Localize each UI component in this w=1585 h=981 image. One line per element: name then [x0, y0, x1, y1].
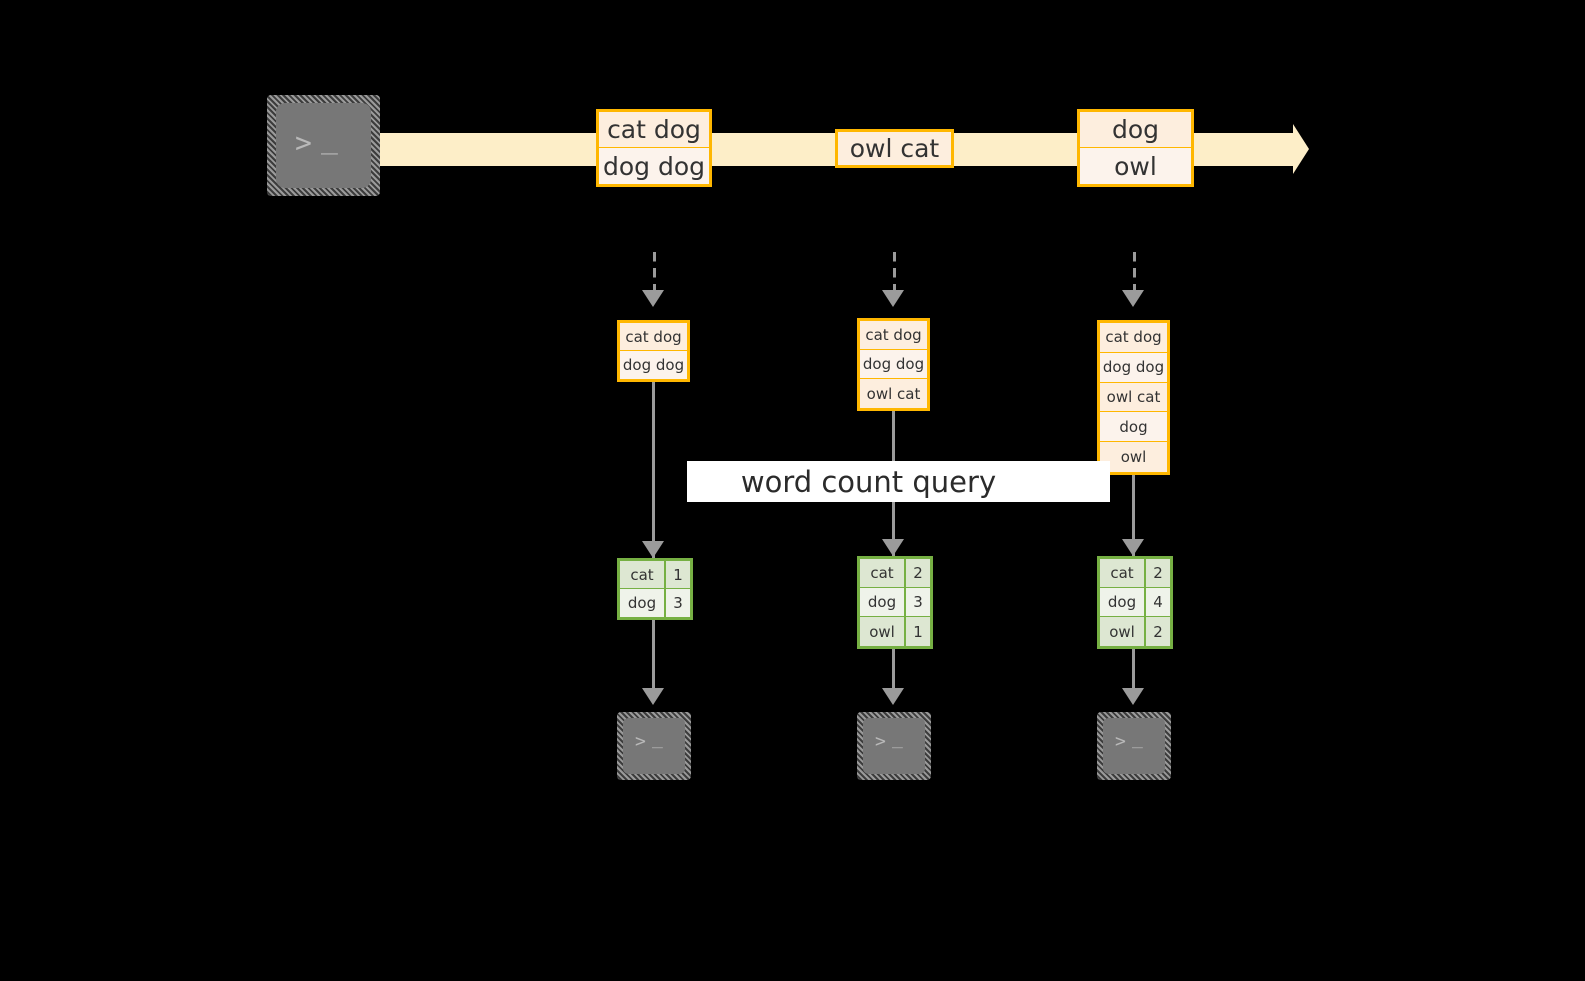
- query-arrowhead-2: [882, 539, 904, 556]
- snapshot-row: cat dog: [1100, 323, 1167, 353]
- query-connector-1: [652, 382, 655, 558]
- query-banner: word count query: [687, 461, 1110, 502]
- result-table-1: cat 1 dog 3: [617, 558, 693, 620]
- stream-band-arrowhead: [1293, 124, 1309, 174]
- result-word: cat: [620, 561, 666, 589]
- stream-record-line: cat dog: [599, 112, 709, 149]
- result-count: 2: [1153, 564, 1163, 582]
- stream-to-snapshot-connector-1: [653, 252, 656, 292]
- result-row: cat 1: [620, 561, 690, 590]
- snapshot-row: dog dog: [860, 350, 927, 380]
- stream-record-group-3: dog owl: [1077, 109, 1194, 187]
- terminal-prompt-glyph: >: [1115, 731, 1126, 752]
- terminal-screen: [1103, 718, 1165, 774]
- stream-record-line: dog dog: [599, 148, 709, 184]
- result-count: 2: [1153, 622, 1163, 641]
- result-word: owl: [860, 617, 906, 646]
- stream-record-group-2: owl cat: [835, 129, 954, 168]
- result-to-sink-connector-3: [1132, 649, 1135, 692]
- sink-terminal-icon-1: > _: [617, 712, 691, 780]
- stream-to-snapshot-connector-2: [893, 252, 896, 292]
- terminal-screen: [863, 718, 925, 774]
- stream-to-snapshot-arrowhead-1: [642, 290, 664, 307]
- result-count: 3: [913, 593, 923, 612]
- query-connector-3: [1132, 475, 1135, 558]
- query-banner-label: word count query: [740, 464, 997, 499]
- query-arrowhead-3: [1122, 539, 1144, 556]
- stream-record-line: owl cat: [838, 132, 951, 165]
- result-row: cat 2: [1100, 559, 1170, 589]
- result-row: cat 2: [860, 559, 930, 589]
- result-row: owl 1: [860, 617, 930, 646]
- snapshot-row: dog dog: [620, 351, 687, 379]
- result-table-3: cat 2 dog 4 owl 2: [1097, 556, 1173, 649]
- result-count: 1: [913, 622, 923, 641]
- snapshot-row: cat dog: [620, 323, 687, 352]
- result-word: owl: [1100, 617, 1146, 646]
- terminal-screen: [623, 718, 685, 774]
- result-count: 2: [913, 564, 923, 582]
- stream-to-snapshot-arrowhead-2: [882, 290, 904, 307]
- result-count: 3: [673, 594, 683, 613]
- stream-to-snapshot-arrowhead-3: [1122, 290, 1144, 307]
- snapshot-row: owl cat: [860, 379, 927, 408]
- query-arrowhead-1: [642, 541, 664, 558]
- result-to-sink-arrowhead-3: [1122, 688, 1144, 705]
- terminal-prompt-glyph: >: [635, 731, 646, 752]
- result-word: dog: [860, 588, 906, 617]
- terminal-prompt-glyph: >: [295, 126, 312, 159]
- snapshot-row: dog: [1100, 412, 1167, 443]
- terminal-cursor-glyph: _: [652, 728, 663, 749]
- snapshot-row: dog dog: [1100, 352, 1167, 383]
- snapshot-table-1: cat dog dog dog: [617, 320, 690, 382]
- snapshot-row: cat dog: [860, 321, 927, 351]
- snapshot-row: owl: [1100, 442, 1167, 473]
- terminal-cursor-glyph: _: [1132, 728, 1143, 749]
- result-row: dog 3: [620, 589, 690, 617]
- snapshot-row: owl cat: [1100, 382, 1167, 413]
- stream-record-group-1: cat dog dog dog: [596, 109, 712, 187]
- stream-record-line: owl: [1080, 148, 1191, 184]
- result-row: owl 2: [1100, 617, 1170, 646]
- result-to-sink-connector-1: [652, 620, 655, 692]
- terminal-prompt-glyph: >: [875, 731, 886, 752]
- snapshot-table-2: cat dog dog dog owl cat: [857, 318, 930, 411]
- terminal-cursor-glyph: _: [321, 122, 338, 155]
- result-row: dog 4: [1100, 588, 1170, 618]
- source-terminal-icon: > _: [267, 95, 380, 196]
- result-count: 1: [673, 565, 683, 584]
- snapshot-table-3: cat dog dog dog owl cat dog owl: [1097, 320, 1170, 475]
- result-count: 4: [1153, 593, 1163, 612]
- terminal-cursor-glyph: _: [892, 728, 903, 749]
- result-word: dog: [620, 589, 666, 617]
- terminal-screen: [276, 103, 371, 188]
- result-table-2: cat 2 dog 3 owl 1: [857, 556, 933, 649]
- result-word: cat: [1100, 559, 1146, 588]
- result-to-sink-arrowhead-2: [882, 688, 904, 705]
- sink-terminal-icon-2: > _: [857, 712, 931, 780]
- result-to-sink-connector-2: [892, 649, 895, 692]
- result-to-sink-arrowhead-1: [642, 688, 664, 705]
- stream-to-snapshot-connector-3: [1133, 252, 1136, 292]
- stream-record-line: dog: [1080, 112, 1191, 149]
- sink-terminal-icon-3: > _: [1097, 712, 1171, 780]
- result-word: cat: [860, 559, 906, 588]
- result-row: dog 3: [860, 588, 930, 618]
- result-word: dog: [1100, 588, 1146, 617]
